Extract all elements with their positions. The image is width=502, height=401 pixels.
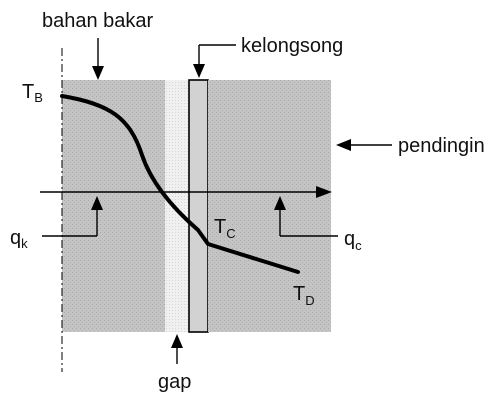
td-subscript: D	[305, 293, 314, 308]
radial-axis-arrowhead	[316, 186, 332, 198]
cladding-pointer-arrowhead	[193, 64, 205, 78]
qk-symbol: qk	[10, 227, 28, 251]
tb-main: T	[22, 81, 34, 103]
qc-pointer-arrowhead	[274, 196, 286, 210]
fuel-region	[62, 80, 165, 332]
td-main: T	[293, 283, 305, 305]
tb-symbol: TB	[22, 81, 43, 105]
gap-label: gap	[158, 371, 191, 393]
fuel-pointer-arrowhead	[92, 66, 104, 80]
gap-region	[165, 80, 189, 332]
qk-main: q	[10, 227, 21, 249]
cladding-label: kelongsong	[241, 35, 343, 57]
td-symbol: TD	[293, 283, 315, 308]
qc-symbol: qc	[344, 228, 362, 253]
gap-pointer-arrowhead	[171, 334, 183, 348]
tb-subscript: B	[34, 90, 43, 105]
tc-symbol: TC	[214, 216, 236, 241]
qk-subscript: k	[21, 236, 28, 251]
temperature-profile-curve	[60, 94, 300, 274]
qk-pointer-arrowhead	[91, 196, 103, 210]
tc-main: T	[214, 216, 226, 238]
tc-subscript: C	[226, 226, 235, 241]
qc-subscript: c	[355, 238, 362, 253]
qc-main: q	[344, 228, 355, 250]
coolant-pointer-arrowhead	[336, 139, 351, 151]
cladding-wall	[188, 79, 209, 333]
coolant-label: pendingin	[398, 135, 485, 157]
fuel-label: bahan bakar	[42, 10, 154, 32]
coolant-region	[208, 80, 331, 332]
